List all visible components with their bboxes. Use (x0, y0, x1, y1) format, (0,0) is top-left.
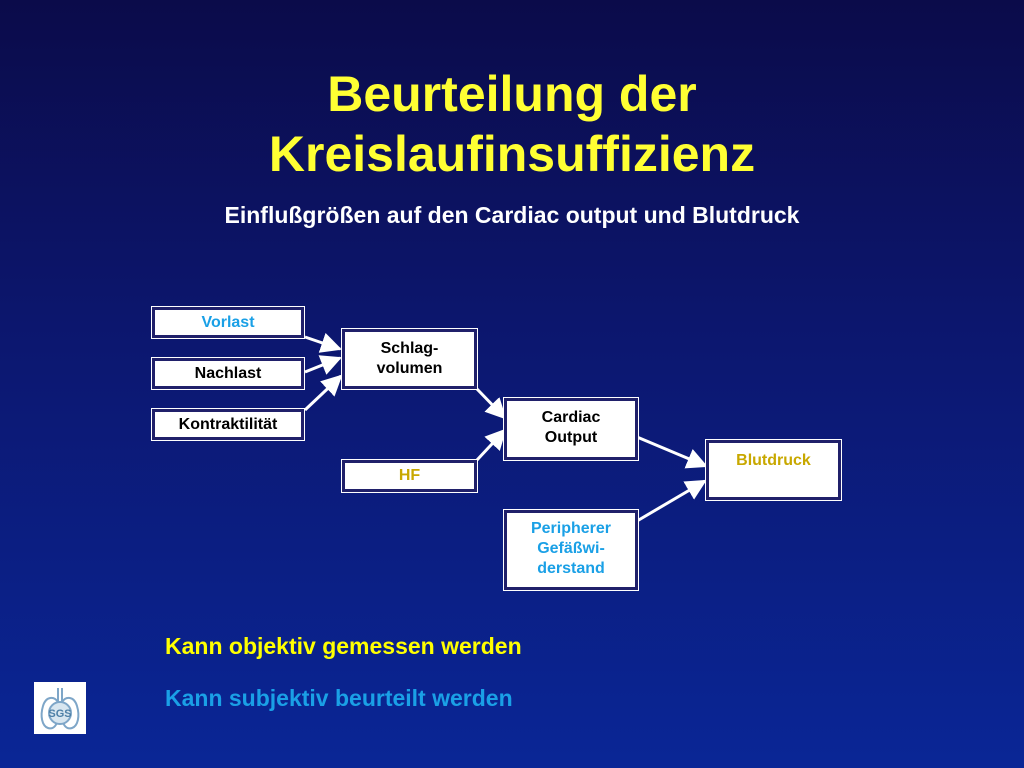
svg-text:SGS: SGS (48, 708, 71, 720)
node-blutdruck-label: Blutdruck (736, 452, 811, 469)
arrow-vorlast-schlagvolumen (304, 332, 342, 353)
node-nachlast: Nachlast (152, 358, 304, 389)
node-nachlast-label: Nachlast (194, 364, 262, 382)
node-schlagvolumen: Schlag- volumen (342, 329, 477, 389)
legend-subjective-text: Kann subjektiv beurteilt werden (165, 685, 513, 711)
node-cardiac-output: Cardiac Output (504, 398, 638, 460)
slide-title: Beurteilung der Kreislaufinsuffizienz (0, 64, 1024, 184)
arrow-peripherer-blutdruck (636, 479, 707, 523)
node-peripherer-gefaesswiderstand: Peripherer Gefäßwi- derstand (504, 510, 638, 590)
slide-title-text: Beurteilung der Kreislaufinsuffizienz (268, 66, 756, 182)
lung-logo-icon: SGS (34, 682, 86, 734)
node-peripherer-label: Peripherer Gefäßwi- derstand (530, 520, 612, 577)
node-vorlast: Vorlast (152, 307, 304, 338)
slide-subtitle: Einflußgrößen auf den Cardiac output und… (0, 200, 1024, 230)
node-vorlast-label: Vorlast (201, 313, 255, 331)
node-blutdruck: Blutdruck (706, 440, 841, 500)
arrow-cardiac-output-blutdruck (636, 435, 708, 469)
node-kontraktilitaet: Kontraktilität (152, 409, 304, 440)
legend-objective-text: Kann objektiv gemessen werden (165, 633, 522, 659)
legend-subjective: Kann subjektiv beurteilt werden (165, 685, 513, 712)
slide-subtitle-text: Einflußgrößen auf den Cardiac output und… (224, 202, 800, 228)
arrow-kontraktilitaet-schlagvolumen (303, 374, 343, 412)
arrow-nachlast-schlagvolumen (304, 355, 342, 375)
legend-objective: Kann objektiv gemessen werden (165, 633, 522, 660)
node-cardiac-output-label: Cardiac Output (541, 409, 601, 446)
node-hf-label: HF (398, 467, 421, 484)
node-kontraktilitaet-label: Kontraktilität (178, 415, 278, 433)
node-hf: HF (342, 460, 477, 492)
node-schlagvolumen-label: Schlag- volumen (376, 340, 443, 377)
arrow-hf-cardiac-output (475, 428, 507, 462)
arrow-schlagvolumen-cardiac-output (475, 387, 507, 420)
